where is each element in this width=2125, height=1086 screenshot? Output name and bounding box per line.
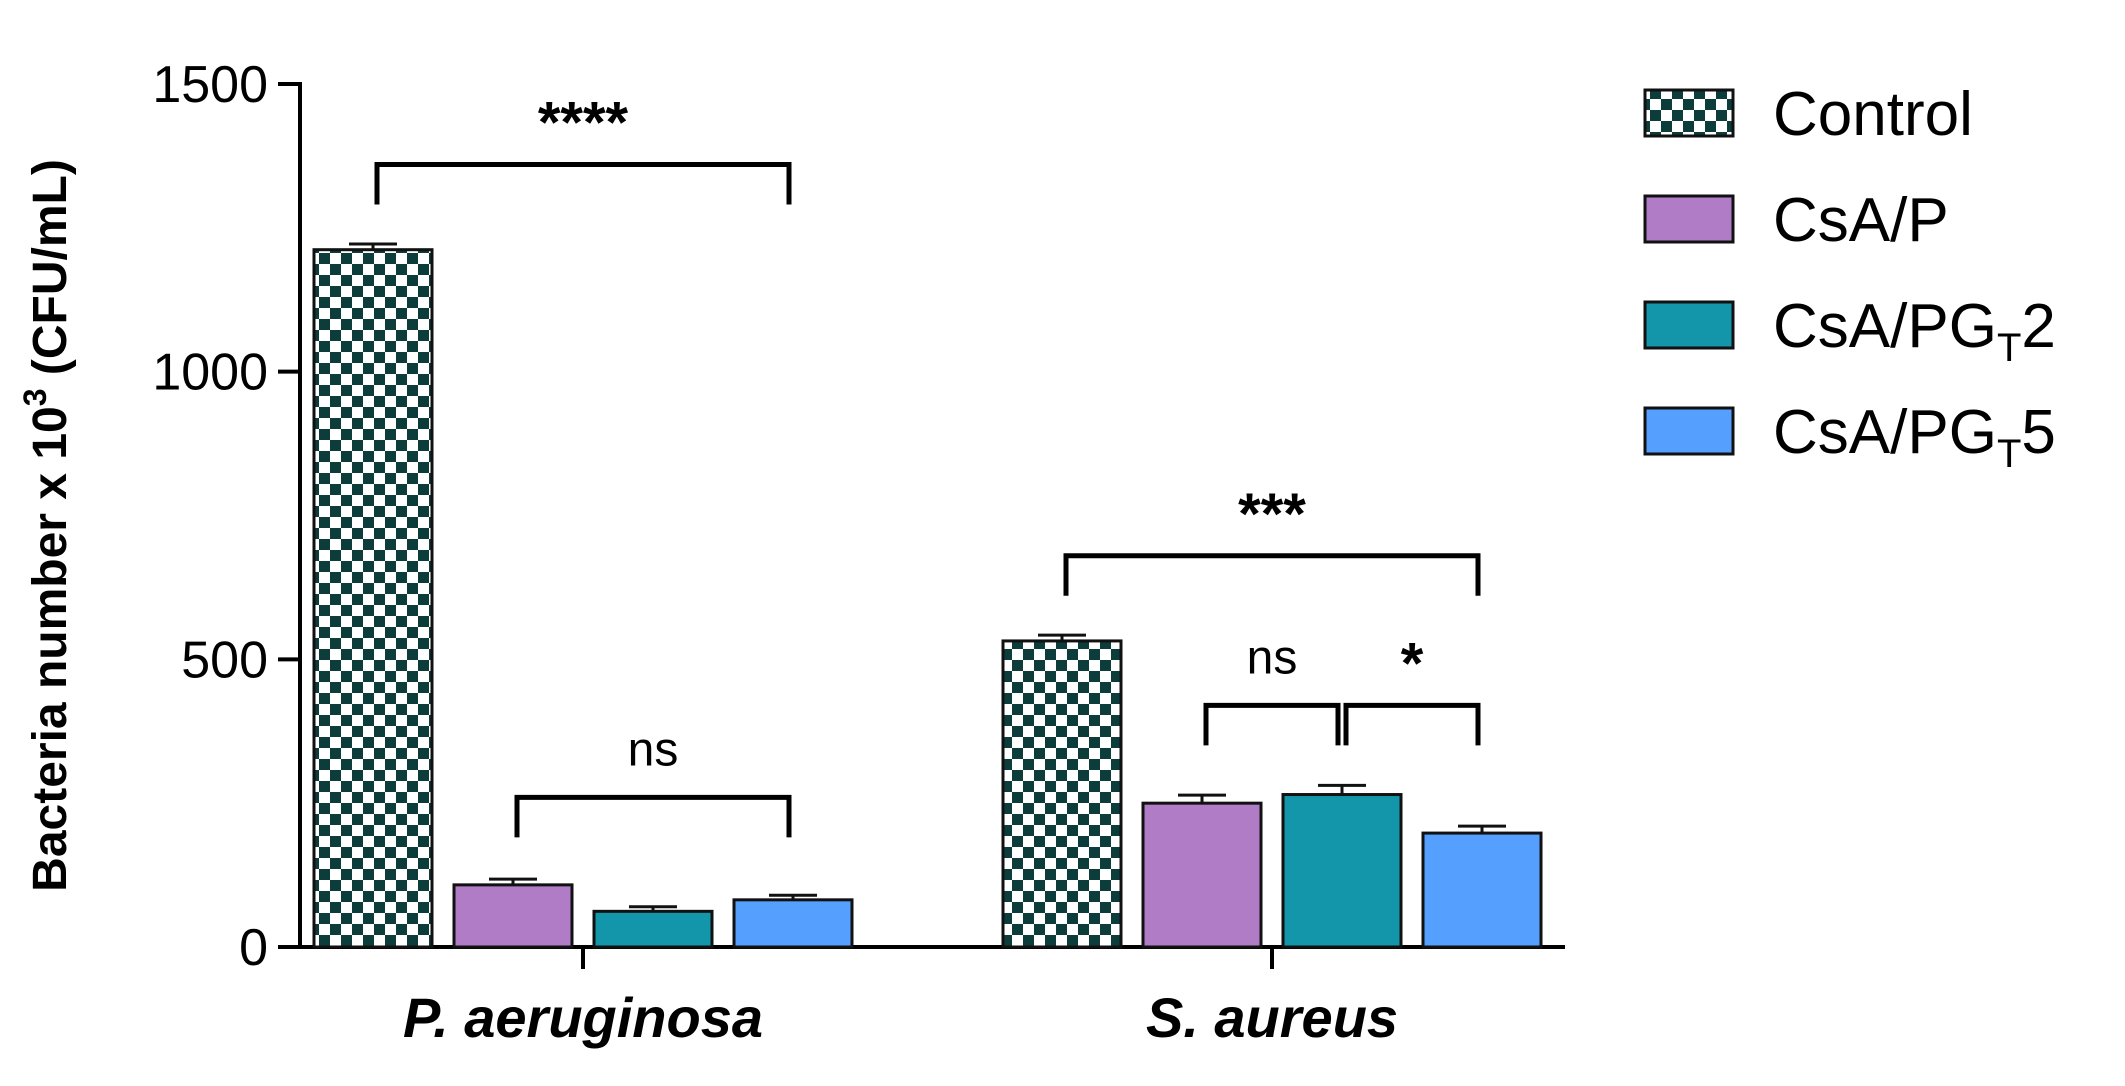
significance-bracket: *** bbox=[1063, 482, 1481, 596]
bracket-line bbox=[1063, 553, 1481, 596]
significance-label: **** bbox=[538, 91, 629, 156]
bracket-line bbox=[1203, 702, 1341, 746]
bar bbox=[1281, 793, 1403, 949]
legend-label-tail: 2 bbox=[2021, 292, 2055, 361]
significance-label: *** bbox=[1238, 482, 1306, 547]
bar bbox=[312, 248, 434, 949]
bar bbox=[732, 898, 854, 949]
significance-bracket: * bbox=[1343, 631, 1481, 746]
legend-label-main: Control bbox=[1773, 80, 1973, 149]
y-tick-label: 500 bbox=[181, 631, 268, 689]
significance-label: ns bbox=[1247, 631, 1298, 684]
significance-bracket: ns bbox=[1203, 631, 1341, 746]
y-tick-label: 1500 bbox=[152, 56, 268, 114]
bar bbox=[592, 909, 714, 949]
y-tick-label: 0 bbox=[239, 919, 268, 977]
legend-label-sub: T bbox=[1997, 432, 2021, 476]
legend-label-tail: 5 bbox=[2021, 398, 2055, 467]
bar bbox=[1421, 831, 1543, 949]
y-axis-title-unit: (CFU/mL) bbox=[24, 159, 77, 388]
y-axis-title-main: Bacteria number x 10 bbox=[24, 406, 77, 892]
bracket-line bbox=[374, 162, 792, 205]
legend-swatch bbox=[1643, 406, 1735, 456]
bar bbox=[452, 883, 574, 949]
legend-label-sub: T bbox=[1997, 326, 2021, 370]
y-axis-title-sup: 3 bbox=[17, 388, 53, 406]
legend-label-main: CsA/PG bbox=[1773, 398, 1997, 467]
bracket-line bbox=[1343, 702, 1481, 746]
y-axis-title: Bacteria number x 103 (CFU/mL) bbox=[17, 159, 77, 892]
legend-label-main: CsA/PG bbox=[1773, 292, 1997, 361]
significance-label: * bbox=[1401, 631, 1424, 696]
significance-bracket: **** bbox=[374, 91, 792, 205]
bar bbox=[1001, 639, 1123, 949]
legend-label: CsA/PGT2 bbox=[1773, 292, 2056, 370]
legend-swatch bbox=[1643, 300, 1735, 350]
legend-label-main: CsA/P bbox=[1773, 186, 1949, 255]
legend-label: CsA/PGT5 bbox=[1773, 398, 2056, 476]
bracket-line bbox=[514, 794, 792, 838]
y-tick-label: 1000 bbox=[152, 344, 268, 402]
significance-bracket: ns bbox=[514, 723, 792, 838]
legend-label: CsA/P bbox=[1773, 186, 1949, 255]
legend-swatch bbox=[1643, 88, 1735, 138]
bar bbox=[1141, 801, 1263, 949]
significance-label: ns bbox=[628, 723, 679, 776]
category-label: P. aeruginosa bbox=[403, 986, 763, 1049]
legend-swatch bbox=[1643, 194, 1735, 244]
legend-label: Control bbox=[1773, 80, 1973, 149]
category-label: S. aureus bbox=[1146, 986, 1398, 1049]
